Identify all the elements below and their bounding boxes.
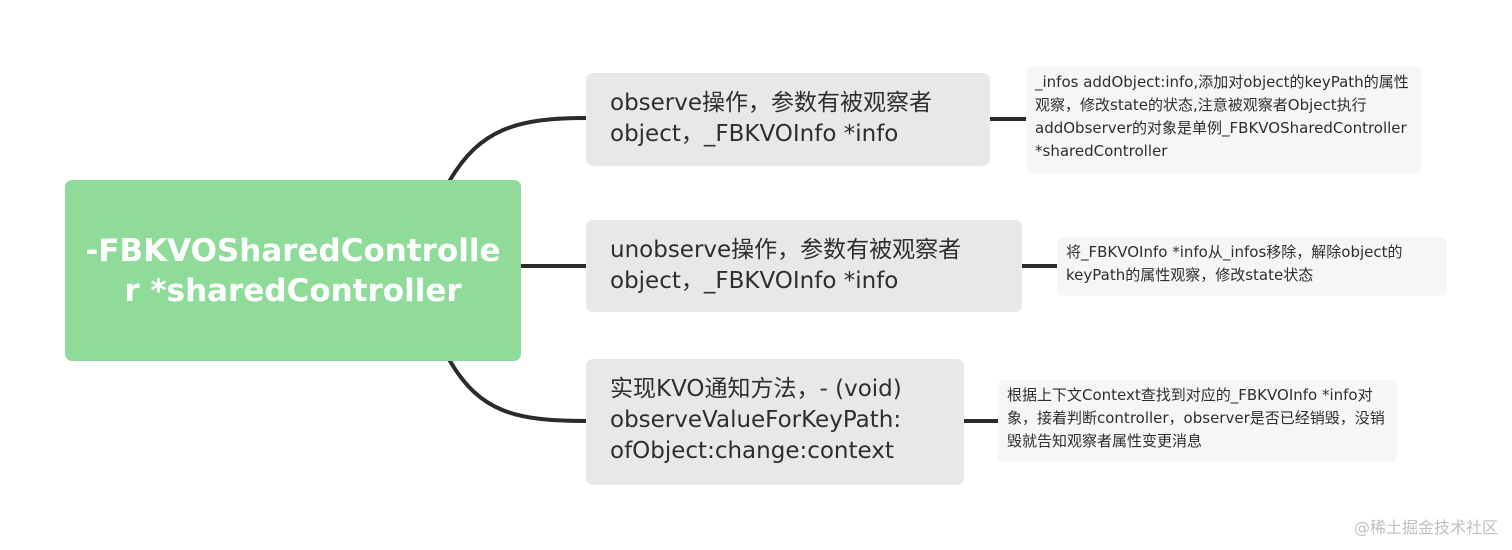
branch-node-unobserve[interactable]: unobserve操作，参数有被观察者object，_FBKVOInfo *in… <box>586 220 1022 312</box>
branch-node-kvo-notify[interactable]: 实现KVO通知方法，- (void) observeValueForKeyPat… <box>586 359 964 485</box>
branch-node-label: observe操作，参数有被观察者object，_FBKVOInfo *info <box>610 90 933 147</box>
branch-node-observe[interactable]: observe操作，参数有被观察者object，_FBKVOInfo *info <box>586 73 990 166</box>
connector-root-branch-1 <box>448 116 588 182</box>
note-node-observe[interactable]: _infos addObject:info,添加对object的keyPath的… <box>1026 67 1422 173</box>
note-node-unobserve[interactable]: 将_FBKVOInfo *info从_infos移除，解除object的keyP… <box>1057 237 1447 296</box>
root-node[interactable]: -FBKVOSharedController *sharedController <box>65 180 521 361</box>
branch-node-label: 实现KVO通知方法，- (void) observeValueForKeyPat… <box>610 376 902 464</box>
note-node-kvo-notify[interactable]: 根据上下文Context查找到对应的_FBKVOInfo *info对象，接着判… <box>998 380 1398 462</box>
root-node-label: -FBKVOSharedController *sharedController <box>85 232 501 309</box>
watermark: @稀土掘金技术社区 <box>1353 518 1498 537</box>
note-node-text: _infos addObject:info,添加对object的keyPath的… <box>1035 73 1409 160</box>
note-node-text: 根据上下文Context查找到对应的_FBKVOInfo *info对象，接着判… <box>1007 386 1385 450</box>
note-node-text: 将_FBKVOInfo *info从_infos移除，解除object的keyP… <box>1066 243 1403 284</box>
branch-node-label: unobserve操作，参数有被观察者object，_FBKVOInfo *in… <box>610 237 962 294</box>
connector-root-branch-3 <box>448 359 588 423</box>
